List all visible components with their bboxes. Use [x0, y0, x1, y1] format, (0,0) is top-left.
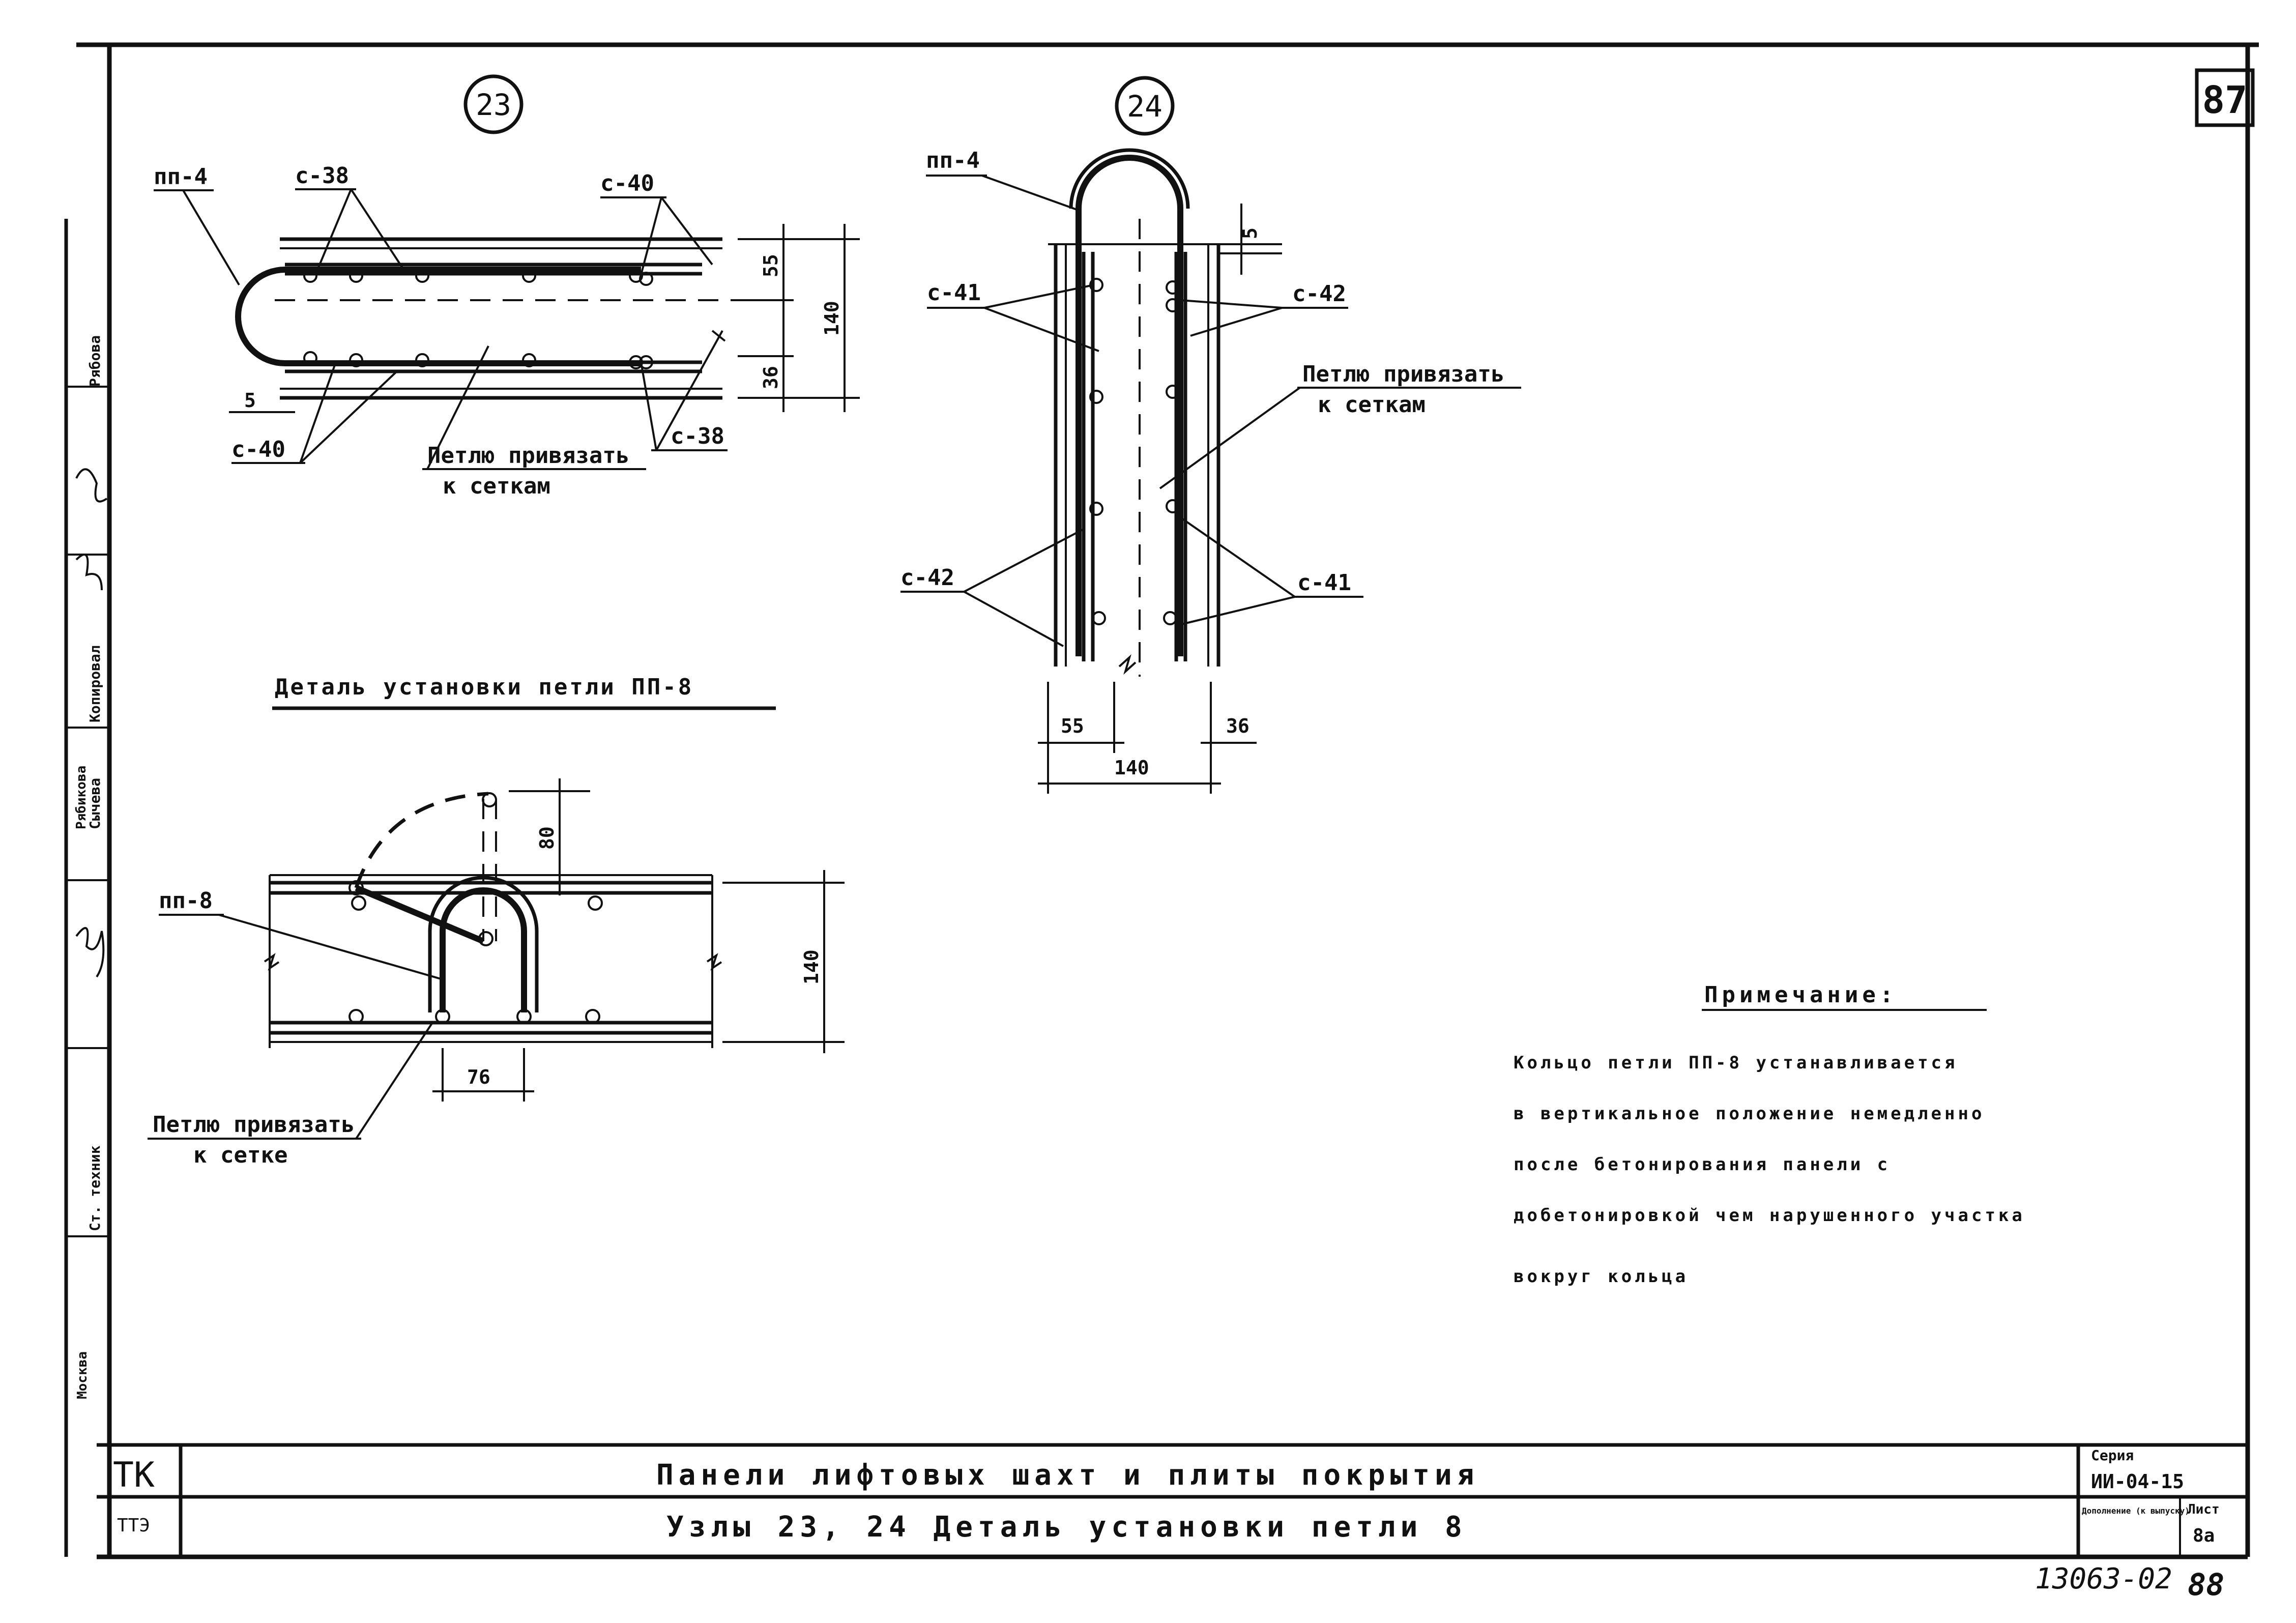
- node-23-label-c38-bottom: с-38: [671, 423, 724, 449]
- side-stamp-name-1: Рябова: [86, 335, 103, 387]
- node-24-tie-note-1: Петлю привязать: [1302, 361, 1504, 387]
- detail-tie-note-2: к сетке: [193, 1142, 287, 1168]
- node-23-label-pp4: пп-4: [154, 164, 208, 190]
- node-23-label-c40-bottom: с-40: [231, 437, 285, 462]
- detail-dim-height: 80: [536, 826, 558, 850]
- node-24-label-c41-left: с-41: [927, 280, 981, 306]
- detail-pp8: Деталь установки петли ПП-8 пп-8: [148, 674, 845, 1168]
- node-24-tie-note-2: к сеткам: [1318, 392, 1426, 418]
- node-23-tie-note-2: к сеткам: [443, 473, 550, 499]
- title-block-sheet-label: Лист: [2188, 1502, 2220, 1517]
- detail-label-pp8: пп-8: [159, 888, 213, 914]
- node-23-label-c38-top: с-38: [295, 163, 349, 189]
- note-heading: Примечание:: [1704, 982, 1897, 1008]
- note-line-5: вокруг кольца: [1514, 1266, 1689, 1287]
- title-block-sheet-value: 8а: [2193, 1525, 2215, 1546]
- node-23-dim-bottom: 36: [760, 366, 782, 389]
- title-block: ТК ТТЭ Панели лифтовых шахт и плиты покр…: [97, 1443, 2248, 1557]
- signature-mark: [75, 554, 103, 591]
- node-24-label-pp4: пп-4: [926, 148, 980, 173]
- node-23-number: 23: [476, 88, 511, 122]
- title-block-addition-label: Дополнение (к выпуску): [2082, 1506, 2190, 1516]
- node-23-dim-total: 140: [821, 301, 843, 336]
- detail-title: Деталь установки петли ПП-8: [275, 674, 693, 700]
- node-24: 24 пп-4 с-41 с-42 Петлю: [900, 76, 1521, 794]
- node-23: 23 пп-4 с-38 с-40 с-40: [154, 74, 860, 499]
- title-block-org: ТК: [113, 1455, 155, 1495]
- node-23-marker: [463, 74, 524, 134]
- node-24-dim-right: 36: [1226, 715, 1249, 737]
- detail-dim-thickness: 140: [800, 949, 823, 984]
- detail-dim-width: 76: [467, 1066, 490, 1088]
- node-24-number: 24: [1127, 89, 1162, 124]
- node-23-label-c40-top: с-40: [600, 170, 654, 196]
- title-block-series-label: Серия: [2091, 1447, 2134, 1464]
- side-stamp-role: Ст. техник: [86, 1145, 103, 1231]
- detail-tie-note-1: Петлю привязать: [153, 1112, 355, 1138]
- footer-stamp: 13063-02: [2035, 1562, 2172, 1596]
- node-23-dim-top: 55: [760, 254, 782, 277]
- note-block: Примечание: Кольцо петли ПП-8 устанавлив…: [1514, 982, 2025, 1287]
- title-block-line-1: Панели лифтовых шахт и плиты покрытия: [656, 1459, 1479, 1492]
- note-line-3: после бетонирования панели с: [1514, 1154, 1891, 1175]
- page-number: 87: [2202, 78, 2247, 122]
- note-line-2: в вертикальное положение немедленно: [1514, 1104, 1985, 1124]
- note-line-1: Кольцо петли ПП-8 устанавливается: [1514, 1053, 1958, 1073]
- sheet-frame: [64, 42, 2259, 1559]
- node-24-dim-top: 5: [1239, 227, 1261, 239]
- side-stamp-copied: Копировал: [86, 645, 103, 722]
- node-24-label-c41-right: с-41: [1297, 570, 1351, 596]
- side-stamp: Рябова Копировал Рябикова Сычева Ст. тех…: [74, 335, 108, 1399]
- side-stamp-name-3: Сычева: [86, 778, 103, 829]
- node-24-dim-total: 140: [1114, 757, 1149, 779]
- node-23-dim-offset: 5: [244, 389, 256, 412]
- signature-mark: [75, 468, 108, 503]
- node-24-dim-left: 55: [1061, 715, 1084, 737]
- note-line-4: добетонировкой чем нарушенного участка: [1514, 1205, 2025, 1226]
- side-stamp-name-2: Рябикова: [74, 766, 89, 829]
- node-24-marker: [1115, 76, 1175, 136]
- title-block-org-sub: ТТЭ: [117, 1515, 150, 1536]
- title-block-line-2: Узлы 23, 24 Деталь установки петли 8: [666, 1511, 1467, 1544]
- footer-number: 88: [2188, 1567, 2224, 1603]
- node-23-tie-note-1: Петлю привязать: [427, 443, 629, 469]
- side-stamp-city: Москва: [75, 1351, 90, 1399]
- signature-mark: [75, 927, 105, 978]
- node-24-label-c42-left: с-42: [900, 565, 954, 591]
- title-block-series-value: ИИ-04-15: [2091, 1470, 2184, 1493]
- node-24-label-c42-right: с-42: [1292, 281, 1346, 307]
